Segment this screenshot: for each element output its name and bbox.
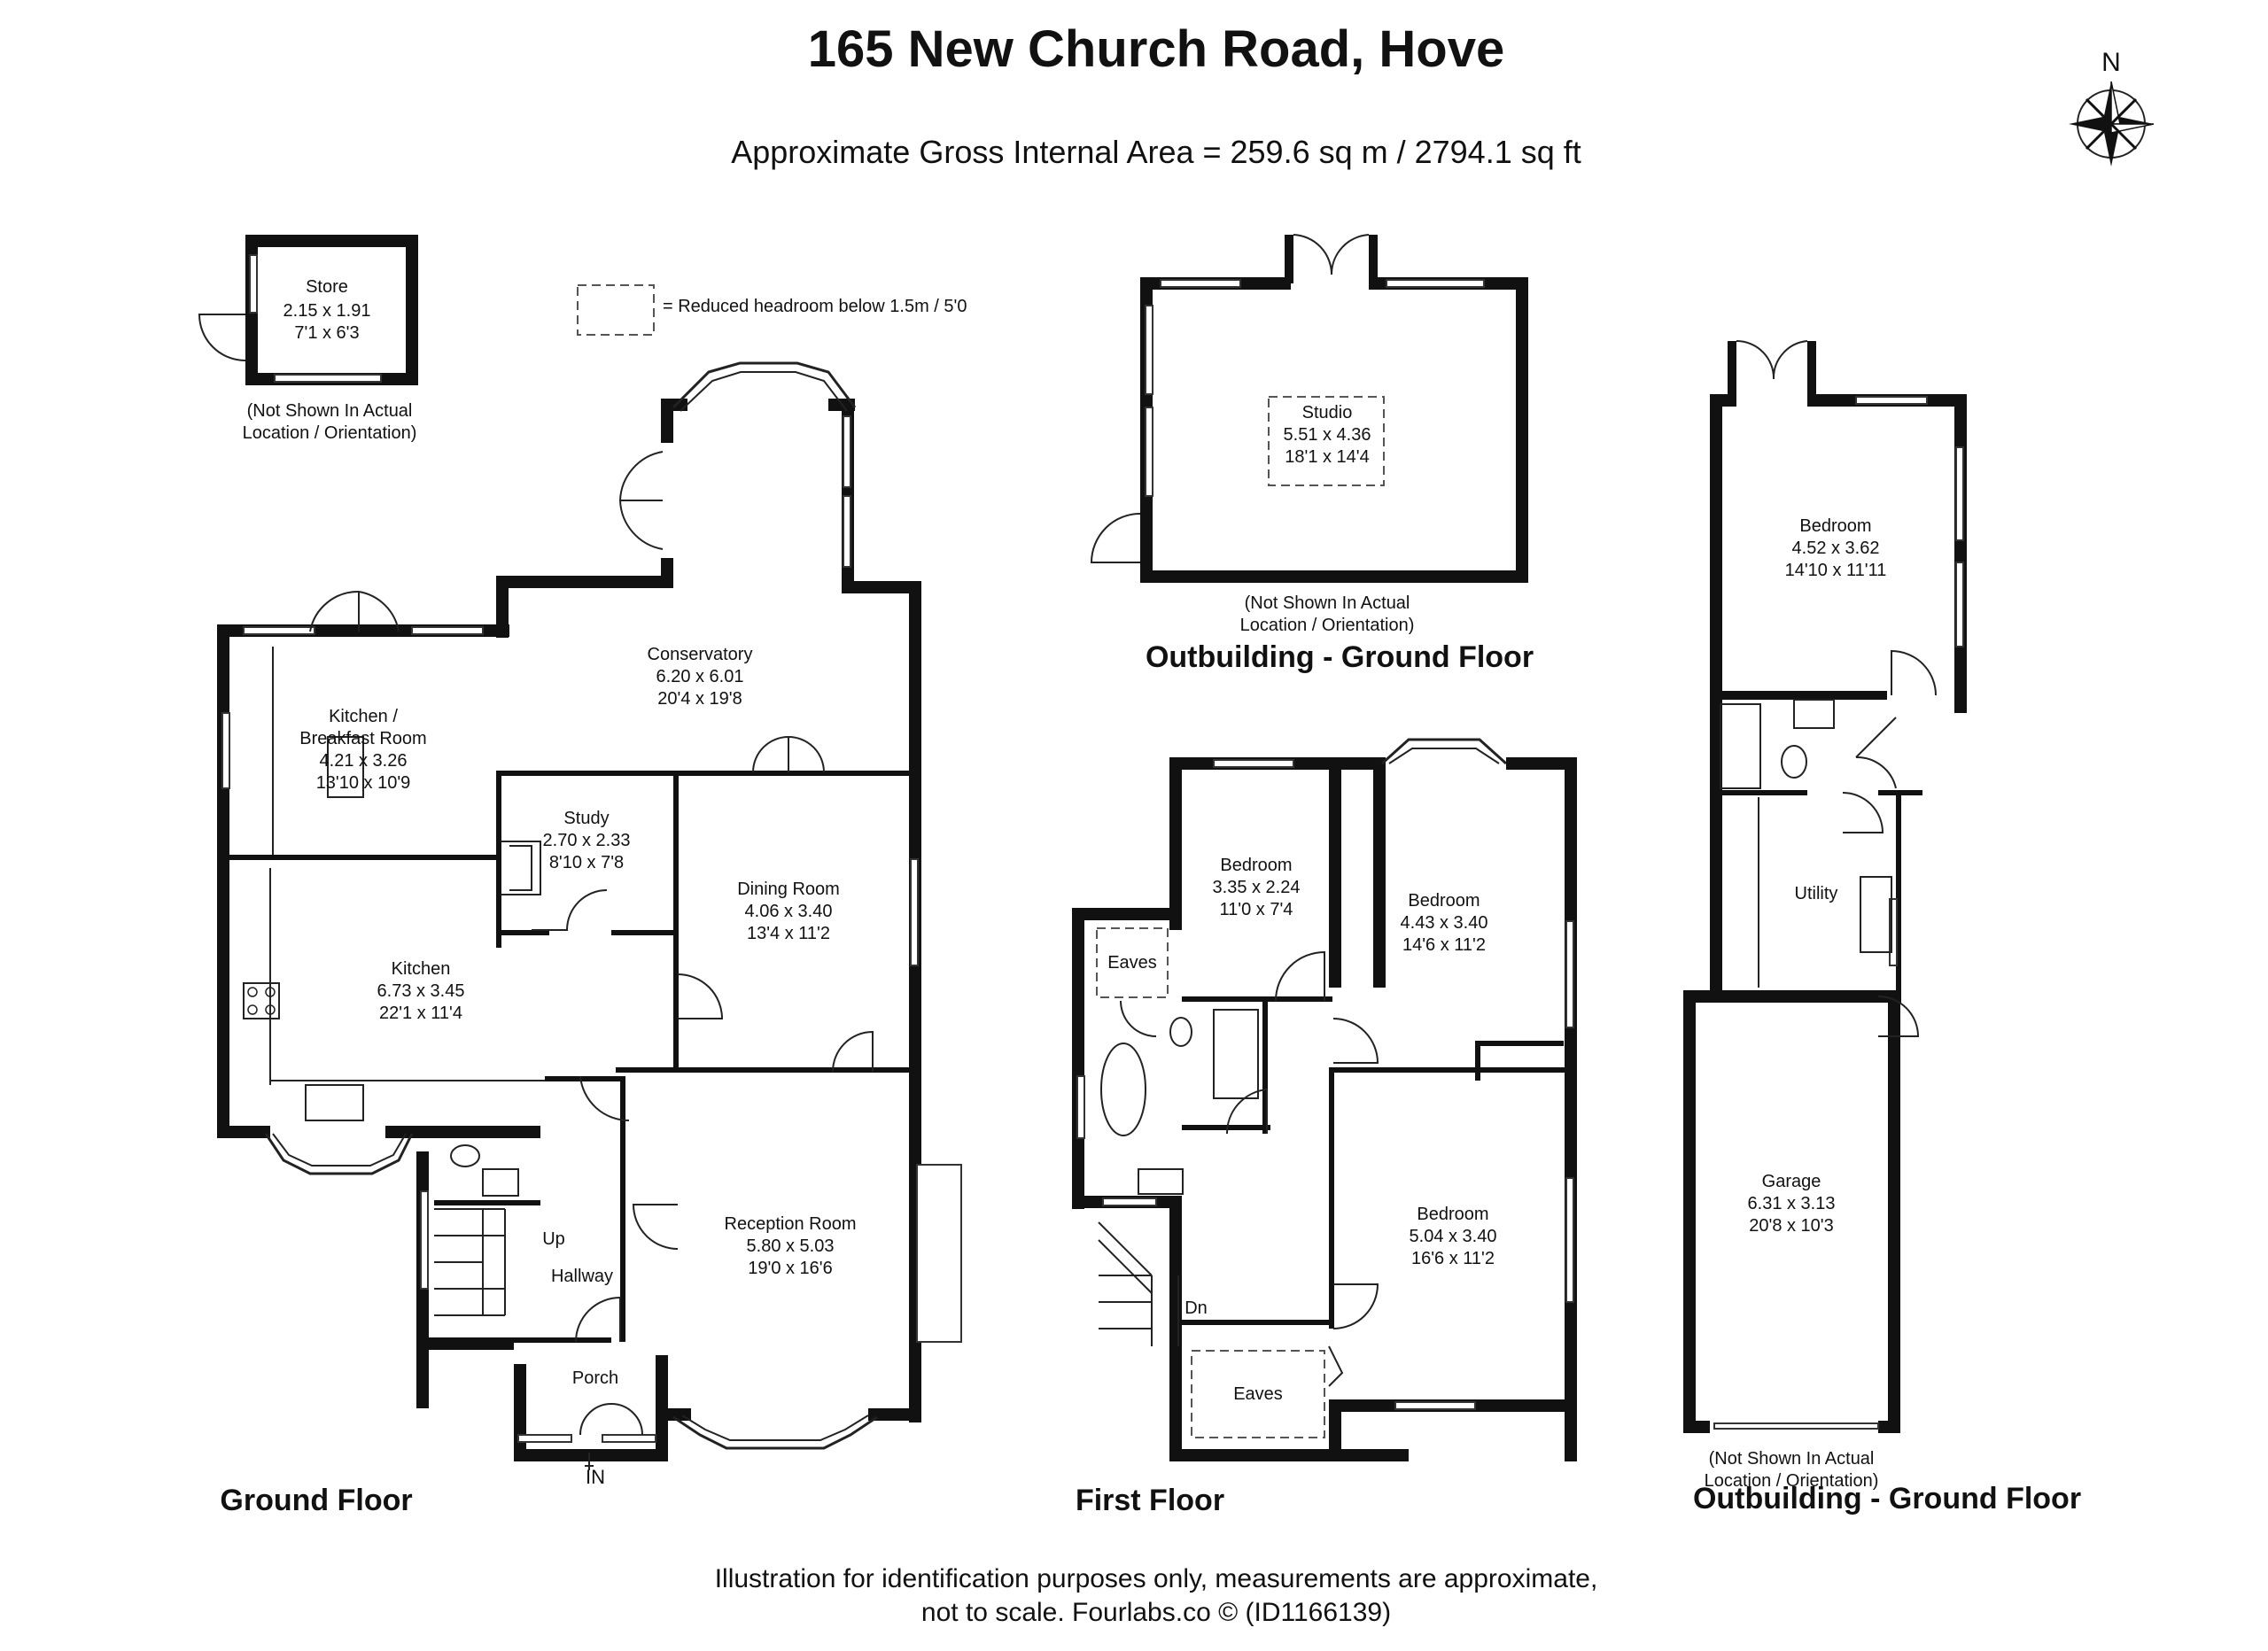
entrance-label: IN (586, 1466, 605, 1488)
room-bedroom-rear-metric: 5.04 x 3.40 (1410, 1227, 1497, 1246)
footer-disclaimer-line1: Illustration for identification purposes… (715, 1564, 1598, 1593)
room-bedroom-front-metric: 4.43 x 3.40 (1401, 913, 1488, 933)
room-store-metric: 2.15 x 1.91 (284, 301, 371, 321)
room-bedroom-small-imperial: 11'0 x 7'4 (1220, 900, 1293, 919)
room-studio-imperial: 18'1 x 14'4 (1285, 447, 1370, 467)
room-reception-name: Reception Room (725, 1214, 857, 1234)
room-bedroom-small-name: Bedroom (1220, 856, 1292, 875)
eaves-bottom-box (1191, 1350, 1325, 1438)
room-kitchen-breakfast-metric: 4.21 x 3.26 (320, 751, 408, 771)
room-conservatory-name: Conservatory (648, 645, 753, 664)
room-dining-name: Dining Room (737, 880, 840, 899)
room-study-metric: 2.70 x 2.33 (543, 831, 631, 850)
room-outbuilding-bedroom-name: Bedroom (1799, 516, 1871, 536)
stairs-down-label: Dn (1184, 1298, 1208, 1318)
room-porch-name: Porch (572, 1368, 618, 1388)
room-conservatory-metric: 6.20 x 6.01 (656, 667, 744, 686)
room-kitchen-breakfast-name1: Kitchen / (329, 707, 398, 726)
room-outbuilding-bedroom-imperial: 14'10 x 11'11 (1785, 561, 1887, 580)
room-study-imperial: 8'10 x 7'8 (549, 853, 624, 872)
room-study-name: Study (563, 809, 609, 828)
compass-north-label: N (2101, 48, 2121, 77)
room-bedroom-front-name: Bedroom (1408, 891, 1480, 911)
floor-label-outbuilding-studio: Outbuilding - Ground Floor (1146, 640, 1534, 674)
studio-plan: Studio 5.51 x 4.36 18'1 x 14'4 (Not Show… (1090, 234, 1534, 674)
room-reception-metric: 5.80 x 5.03 (747, 1236, 835, 1256)
room-bedroom-rear-name: Bedroom (1417, 1205, 1488, 1224)
room-bedroom-small-metric: 3.35 x 2.24 (1213, 878, 1301, 897)
room-studio-metric: 5.51 x 4.36 (1284, 425, 1371, 445)
page-title: 165 New Church Road, Hove (808, 20, 1504, 78)
garage-block-plan: Bedroom 4.52 x 3.62 14'10 x 11'11 Utilit… (1683, 340, 2081, 1515)
legend: = Reduced headroom below 1.5m / 5'0 (577, 284, 967, 336)
room-utility-name: Utility (1795, 884, 1838, 903)
studio-note-line1: (Not Shown In Actual (1245, 593, 1410, 613)
room-dining-imperial: 13'4 x 11'2 (747, 924, 830, 943)
eaves-top-box (1096, 927, 1169, 998)
room-kitchen-metric: 6.73 x 3.45 (377, 981, 465, 1001)
reduced-headroom-swatch (577, 284, 655, 336)
room-hallway-name: Hallway (551, 1267, 613, 1286)
first-floor-plan: Eaves Eaves Bedroom 3.35 x 2.24 11'0 x 7… (1072, 738, 1577, 1517)
eaves-bottom-label: Eaves (1233, 1384, 1283, 1404)
room-kitchen-breakfast-imperial: 13'10 x 10'9 (316, 773, 411, 793)
stairs-up-label: Up (542, 1229, 565, 1249)
compass-icon: N (2069, 48, 2155, 167)
garage-note-line1: (Not Shown In Actual (1709, 1449, 1875, 1469)
room-garage-metric: 6.31 x 3.13 (1748, 1194, 1836, 1213)
room-studio-name: Studio (1302, 403, 1353, 422)
room-store-imperial: 7'1 x 6'3 (294, 323, 359, 343)
room-conservatory-imperial: 20'4 x 19'8 (657, 689, 742, 709)
studio-note-line2: Location / Orientation) (1240, 616, 1415, 635)
room-store-name: Store (306, 277, 348, 297)
store-plan: Store 2.15 x 1.91 7'1 x 6'3 (Not Shown I… (198, 235, 418, 443)
area-summary: Approximate Gross Internal Area = 259.6 … (731, 134, 1581, 170)
legend-text: = Reduced headroom below 1.5m / 5'0 (663, 297, 967, 316)
studio-reduced-headroom (1268, 396, 1385, 486)
floor-label-first: First Floor (1076, 1484, 1224, 1517)
room-garage-imperial: 20'8 x 10'3 (1749, 1216, 1834, 1236)
room-bedroom-rear-imperial: 16'6 x 11'2 (1411, 1249, 1495, 1268)
room-outbuilding-bedroom-metric: 4.52 x 3.62 (1792, 539, 1880, 558)
room-kitchen-breakfast-name2: Breakfast Room (299, 729, 426, 748)
room-garage-name: Garage (1762, 1172, 1821, 1191)
room-bedroom-front-imperial: 14'6 x 11'2 (1402, 935, 1486, 955)
eaves-top-label: Eaves (1107, 953, 1157, 973)
room-reception-imperial: 19'0 x 16'6 (748, 1259, 833, 1278)
floor-label-ground: Ground Floor (220, 1484, 412, 1517)
store-note-line1: (Not Shown In Actual (247, 401, 413, 421)
floor-label-outbuilding-garage: Outbuilding - Ground Floor (1693, 1482, 2081, 1515)
store-note-line2: Location / Orientation) (243, 423, 417, 443)
garage-note-line2: Location / Orientation) (1705, 1471, 1879, 1491)
room-kitchen-imperial: 22'1 x 11'4 (379, 1004, 462, 1023)
room-dining-metric: 4.06 x 3.40 (745, 902, 833, 921)
room-kitchen-name: Kitchen (392, 959, 451, 979)
ground-floor-plan: Conservatory 6.20 x 6.01 20'4 x 19'8 Kit… (217, 361, 962, 1517)
footer-disclaimer-line2: not to scale. Fourlabs.co © (ID1166139) (921, 1598, 1391, 1627)
